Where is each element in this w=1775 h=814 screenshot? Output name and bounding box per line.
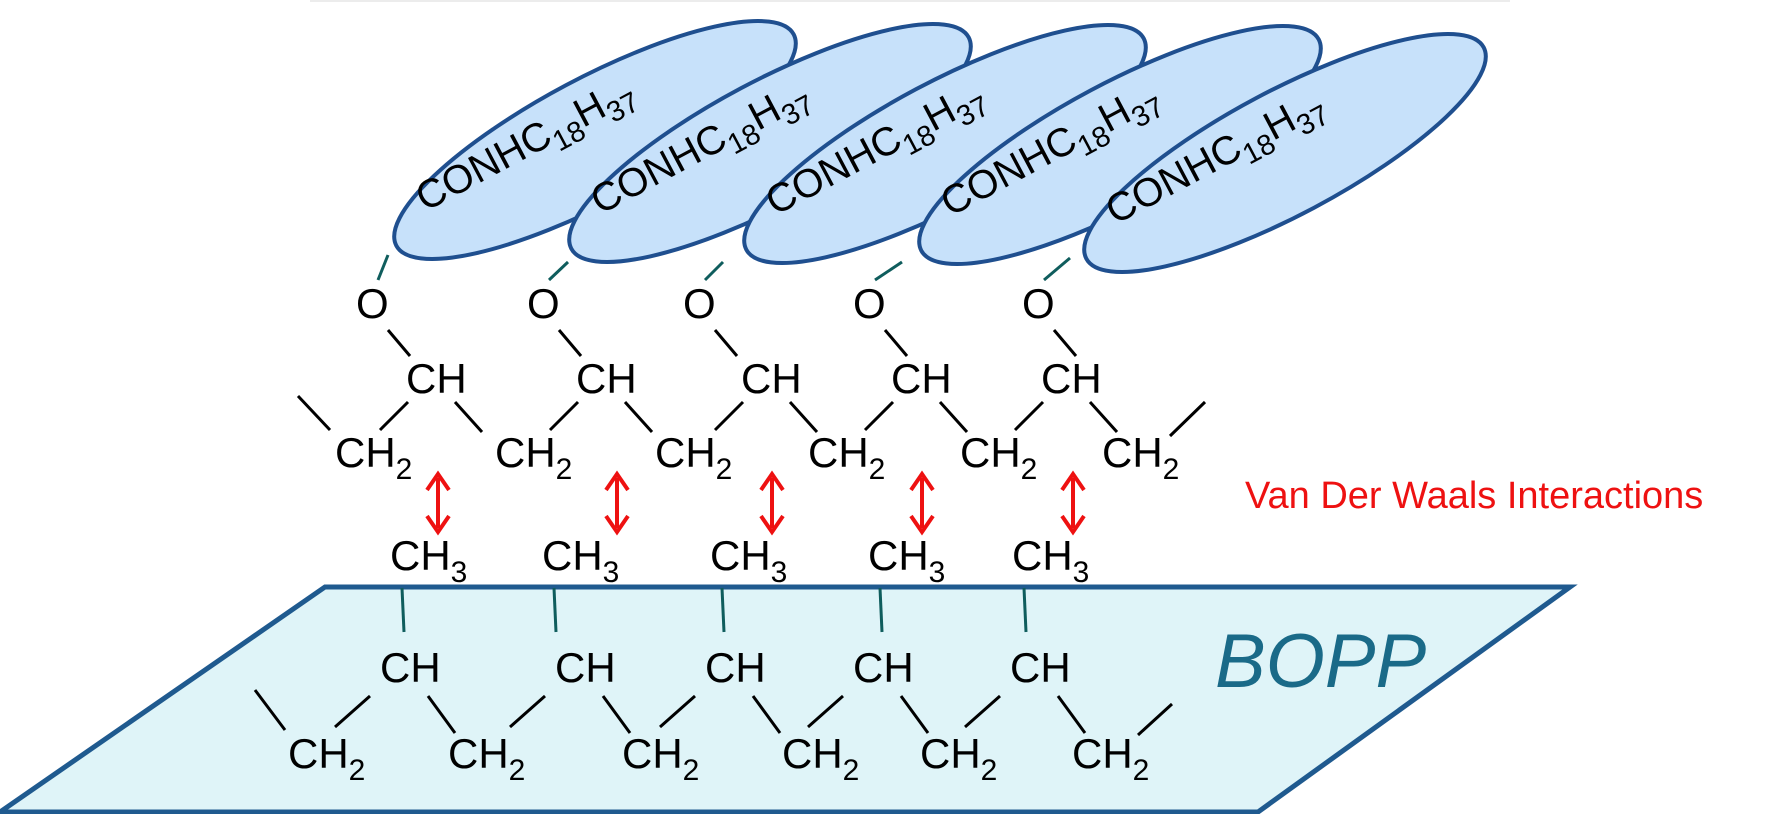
chain-bond <box>863 400 895 432</box>
oxygen-atom: O <box>356 280 389 327</box>
ch-atom: CH <box>406 355 467 402</box>
chain-bond <box>548 400 580 432</box>
chain-bond <box>1168 400 1207 438</box>
ch3-atom: CH3 <box>390 532 467 589</box>
chain-bond <box>788 400 819 434</box>
vdw-arrow <box>1060 470 1086 536</box>
linker-bond <box>1043 256 1071 282</box>
chain-bond <box>751 695 782 734</box>
bopp-substrate <box>0 584 1578 814</box>
o-ch-bond <box>386 329 412 357</box>
ch2-atom: CH2 <box>622 730 699 787</box>
ch-atom: CH <box>741 355 802 402</box>
oxygen-atom: O <box>683 280 716 327</box>
chain-bond <box>964 694 1001 729</box>
vdw-arrow <box>909 470 935 536</box>
ch3-ch-bond <box>720 587 726 633</box>
ch-atom: CH <box>1041 355 1102 402</box>
slide-edge <box>310 0 1510 2</box>
ch-atom: CH <box>555 644 616 691</box>
ch2-atom: CH2 <box>920 730 997 787</box>
chain-bond <box>426 695 457 734</box>
chain-bond <box>378 400 410 432</box>
ch2-atom: CH2 <box>1072 730 1149 787</box>
oxygen-atom: O <box>527 280 560 327</box>
ch3-ch-bond <box>552 587 558 633</box>
van-der-waals-label: Van Der Waals Interactions <box>1245 475 1703 517</box>
side-chain-ellipse <box>1082 32 1488 274</box>
ch-atom: CH <box>576 355 637 402</box>
ch2-atom: CH2 <box>655 429 732 486</box>
chain-bond <box>938 400 969 434</box>
chain-bond <box>453 400 484 434</box>
ch2-atom: CH2 <box>808 429 885 486</box>
oxygen-atom: O <box>1022 280 1055 327</box>
ch-atom: CH <box>705 644 766 691</box>
vdw-arrow <box>759 470 785 536</box>
ch2-atom: CH2 <box>1102 429 1179 486</box>
o-ch-bond <box>713 329 739 357</box>
chain-bond <box>659 694 696 729</box>
chain-bond <box>713 400 745 432</box>
oxygen-atom: O <box>853 280 886 327</box>
vdw-arrow <box>425 470 451 536</box>
linker-bond <box>547 260 570 282</box>
chain-bond <box>1013 400 1045 432</box>
ch3-atom: CH3 <box>1012 532 1089 589</box>
ch3-atom: CH3 <box>542 532 619 589</box>
chain-bond <box>296 394 332 432</box>
ch3-atom: CH3 <box>868 532 945 589</box>
chain-bond <box>1088 400 1119 434</box>
chain-bond <box>807 694 844 729</box>
ch2-atom: CH2 <box>335 429 412 486</box>
chain-bond <box>1136 702 1174 737</box>
linker-bond <box>874 260 903 282</box>
side-chain-group: CONHC18H37 <box>703 23 1148 282</box>
bopp-label: BOPP <box>1215 619 1426 704</box>
ch3-atom: CH3 <box>710 532 787 589</box>
ch-atom: CH <box>891 355 952 402</box>
chain-bond <box>899 695 930 734</box>
side-chain-ellipses: CONHC18H37CONHC18H37CONHC18H37CONHC18H37… <box>376 19 1488 282</box>
o-ch-bond <box>883 329 909 357</box>
interaction-arrows <box>425 470 1086 536</box>
ch2-atom: CH2 <box>448 730 525 787</box>
chain-bond <box>334 694 371 729</box>
ch2-atom: CH2 <box>782 730 859 787</box>
chain-bond <box>623 400 654 434</box>
o-ch-bond <box>557 329 583 357</box>
ch3-ch-bond <box>1022 587 1028 633</box>
o-ch-bond <box>1052 329 1078 357</box>
ch2-atom: CH2 <box>288 730 365 787</box>
linker-bond <box>703 260 725 282</box>
vdw-arrow <box>604 470 630 536</box>
ch-atom: CH <box>853 644 914 691</box>
ch3-ch-bond <box>878 587 884 633</box>
chain-bond <box>509 694 546 729</box>
chain-bond <box>1056 695 1087 734</box>
linker-bond <box>376 254 390 281</box>
side-chain-group: CONHC18H37 <box>1043 32 1488 282</box>
ch3-ch-bond <box>400 587 406 633</box>
ch-atom: CH <box>1010 644 1071 691</box>
chain-bond <box>253 689 287 731</box>
ch2-atom: CH2 <box>960 429 1037 486</box>
ch-atom: CH <box>380 644 441 691</box>
chain-bond <box>601 695 632 734</box>
ch2-atom: CH2 <box>495 429 572 486</box>
